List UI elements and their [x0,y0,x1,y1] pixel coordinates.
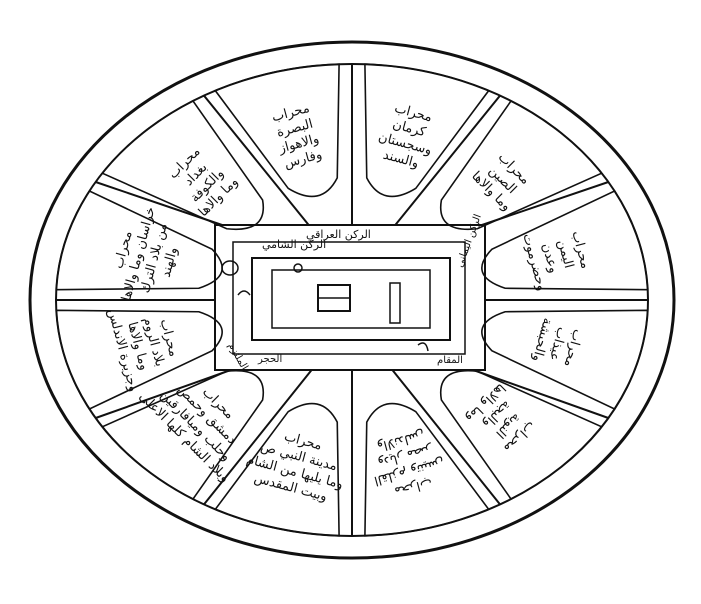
sector-divider [95,369,232,419]
sector-arch-s10 [481,309,649,410]
kaaba-bottom-left-label: الحجر [257,354,282,365]
kaaba-bottom-right-label: المقام [437,355,463,366]
maqam-curve [417,342,429,352]
kaaba-left-label: الملتزم [225,341,249,372]
kaaba-outline [251,257,451,341]
sector-arch-s8 [439,99,603,231]
sector-dividers [56,64,648,536]
sector-arch-s9 [481,190,649,291]
hijr-mark [221,260,239,276]
kaaba-plan: الركن العراقي الركن الشامي الركن اليماني… [214,213,486,372]
sector-arch-s11 [439,369,603,501]
sector-arch-s3 [55,309,223,410]
hijr-curve [237,290,251,296]
sector-arch-s12 [364,402,490,537]
haram-enclosure [214,224,486,371]
sector-arch-s1 [214,402,340,537]
mataf-ring [232,241,466,355]
outer-ellipse [28,40,676,560]
sector-divider [394,94,501,226]
sector-arch-s5 [101,99,265,231]
kaaba-top-label-1: الركن العراقي [306,228,371,241]
sector-line: اليمن [554,238,576,270]
sector-arch-s6 [214,63,340,198]
kaaba-top-label-2: الركن الشامي [262,238,326,251]
sector-divider [203,94,310,226]
maqam-mark [293,263,303,273]
sector-arch-s7 [364,63,490,198]
kaaba-right-label: الركن اليماني [454,213,483,269]
kaaba-inner [271,269,431,329]
sector-divider [203,369,313,506]
sector-divider [391,369,501,506]
sector-arch-s2 [101,369,265,501]
sector-divider [472,369,609,419]
black-stone [389,282,401,324]
sector-arch-s4 [55,190,223,291]
sector-arches [55,63,649,537]
